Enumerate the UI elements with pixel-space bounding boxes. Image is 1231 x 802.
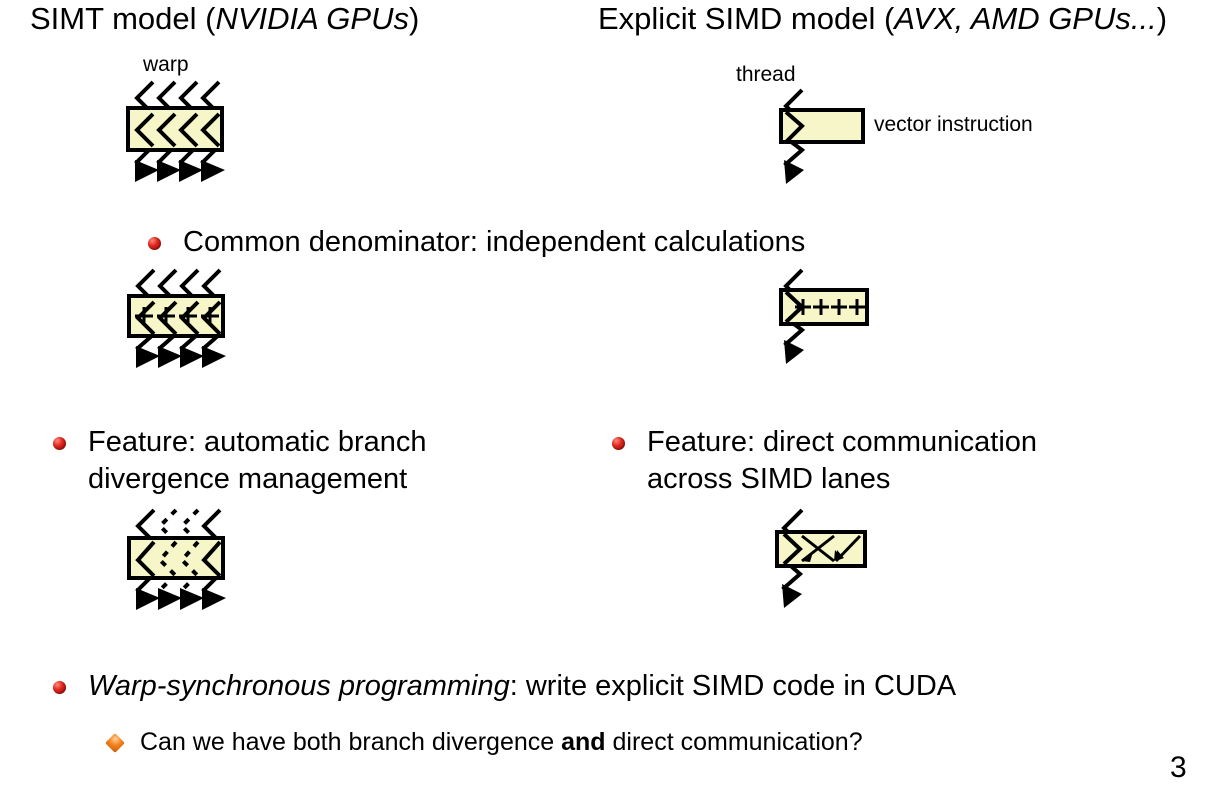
diagram-thread-vector-instruction [778, 88, 878, 193]
bullet-question: Can we have both branch divergence and d… [105, 726, 863, 759]
bullet-dot-red-icon [148, 237, 161, 250]
right-heading-tail: ) [1156, 1, 1168, 36]
feature-left-line1: Feature: automatic branch [88, 426, 427, 458]
bullet-feature-left-text: Feature: automatic branch divergence man… [88, 424, 427, 498]
right-column-heading: Explicit SIMD model (AVX, AMD GPUs...) [598, 2, 1167, 36]
vector-instruction-label: vector instruction [874, 113, 1033, 136]
diagram-thread-vector-add [778, 268, 878, 373]
question-pre: Can we have both branch divergence [140, 728, 562, 756]
question-post: direct communication? [605, 728, 863, 756]
question-bold: and [561, 728, 606, 756]
feature-right-line1: Feature: direct communication [647, 426, 1038, 458]
diagram-thread-simd-lane-shuffle [772, 508, 882, 618]
left-column-heading: SIMT model (NVIDIA GPUs) [30, 2, 419, 36]
bullet-dot-red-icon [612, 437, 625, 450]
warp-sync-rest: : write explicit SIMD code in CUDA [509, 670, 957, 702]
bullet-feature-left: Feature: automatic branch divergence man… [53, 424, 573, 498]
bullet-feature-right: Feature: direct communication across SIM… [612, 424, 1172, 498]
diagram-warp-empty [125, 78, 235, 193]
left-heading-italic: NVIDIA GPUs [215, 1, 409, 36]
feature-left-line2: divergence management [88, 463, 408, 495]
bullet-common-denominator-text: Common denominator: independent calculat… [183, 226, 806, 258]
left-heading-plain: SIMT model ( [30, 1, 216, 36]
thread-label: thread [736, 63, 796, 86]
warp-sync-italic: Warp-synchronous programming [88, 670, 510, 702]
bullet-diamond-orange-icon [105, 733, 125, 753]
bullet-warp-synchronous: Warp-synchronous programming: write expl… [53, 668, 956, 705]
warp-label: warp [143, 53, 189, 76]
left-heading-tail: ) [408, 1, 420, 36]
diagram-warp-add [126, 268, 236, 373]
bullet-feature-right-text: Feature: direct communication across SIM… [647, 424, 1037, 498]
bullet-dot-red-icon [53, 681, 66, 694]
right-heading-plain: Explicit SIMD model ( [598, 1, 895, 36]
diagram-warp-branch-divergence [126, 508, 236, 618]
bullet-warp-synchronous-text: Warp-synchronous programming: write expl… [88, 668, 956, 705]
feature-right-line2: across SIMD lanes [647, 463, 891, 495]
bullet-common-denominator: Common denominator: independent calculat… [148, 224, 805, 261]
right-heading-italic: AVX, AMD GPUs... [894, 1, 1157, 36]
page-number: 3 [1170, 751, 1187, 784]
bullet-dot-red-icon [53, 437, 66, 450]
bullet-question-text: Can we have both branch divergence and d… [140, 726, 863, 759]
